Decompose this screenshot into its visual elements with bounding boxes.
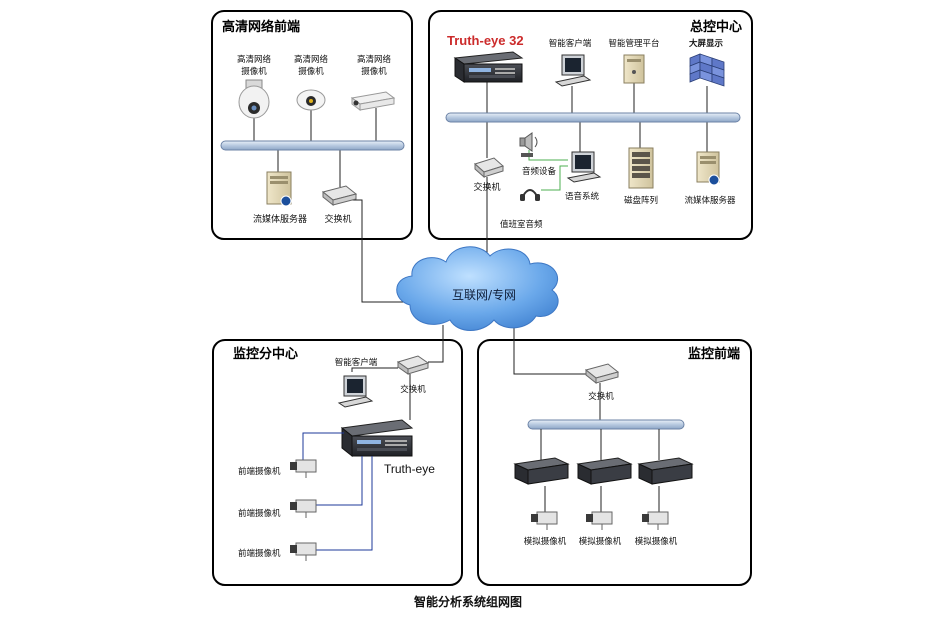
mf-camera-3-icon: [642, 511, 669, 530]
video-wall-icon: [689, 53, 725, 87]
sc-camera-3-icon: [290, 542, 317, 561]
hd-camera-label-2: 高清网络 摄像机: [294, 54, 329, 77]
sc-client-label: 智能客户端: [335, 357, 378, 368]
hd-switch-icon: [321, 185, 358, 207]
link-monitor-front: [513, 322, 590, 375]
internet-cloud-icon: [396, 246, 559, 331]
disk-array-icon: [628, 147, 654, 189]
sub-center-panel: [212, 339, 463, 586]
talkback-pc-icon: [566, 151, 602, 183]
truth-eye-32-device-icon: [453, 51, 524, 83]
encoder-3-icon: [637, 457, 694, 485]
truth-eye-label: Truth-eye: [384, 462, 435, 476]
monitor-front-group: 交换机: [513, 363, 694, 547]
mf-camera-label-1: 模拟摄像机: [524, 536, 567, 547]
control-center-bus: [445, 112, 741, 123]
control-center-group: Truth-eye 32 智能客户端 智能管理平台 大屏显示: [445, 33, 741, 230]
monitor-front-title: 监控前端: [688, 346, 740, 362]
hd-stream-server-label: 流媒体服务器: [253, 213, 307, 225]
cc-client-label: 智能客户端: [549, 38, 592, 49]
diagram-caption: 智能分析系统组网图: [413, 594, 522, 609]
hd-camera-label-2-l2: 摄像机: [298, 66, 324, 77]
cc-switch-icon: [474, 157, 504, 179]
truth-eye-device-icon: [340, 419, 414, 458]
cc-disk-label: 磁盘阵列: [624, 195, 658, 206]
cc-platform-server-icon: [623, 54, 645, 84]
hd-front-panel: [211, 10, 413, 240]
sub-center-group: 智能客户端 交换机 Truth-eye: [238, 355, 435, 561]
mf-camera-label-2: 模拟摄像机: [579, 536, 622, 547]
mf-camera-2-icon: [586, 511, 613, 530]
cc-display-label: 大屏显示: [689, 38, 724, 49]
encoder-2-icon: [576, 457, 633, 485]
cc-duty-audio-label: 值班室音频: [500, 219, 543, 230]
hd-camera-label-1-l2: 摄像机: [241, 66, 267, 77]
hd-camera-label-2-l1: 高清网络: [294, 54, 329, 65]
hd-front-group: 高清网络 摄像机 高清网络 摄像机 高清网络 摄像机: [220, 54, 405, 225]
dome-camera-icon: [238, 79, 270, 119]
sc-camera-wiring: [302, 432, 373, 551]
sc-camera-label-3: 前端摄像机: [238, 548, 281, 559]
sc-camera-2-icon: [290, 499, 317, 518]
monitor-front-bus: [527, 419, 685, 430]
cc-stream-server-label: 流媒体服务器: [684, 195, 736, 206]
sc-switch-icon: [396, 355, 430, 375]
cloud-label: 互联网/专网: [452, 287, 516, 302]
cc-audio-device-label: 音频设备: [522, 166, 557, 177]
mf-camera-1-icon: [531, 511, 558, 530]
link-sub-center: [428, 325, 444, 363]
truth-eye-32-label: Truth-eye 32: [447, 33, 524, 48]
hd-camera-label-1: 高清网络 摄像机: [237, 54, 272, 77]
mini-dome-camera-icon: [296, 89, 326, 111]
mf-switch-label: 交换机: [588, 391, 614, 402]
mf-switch-icon: [584, 363, 620, 385]
hd-camera-label-1-l1: 高清网络: [237, 54, 272, 65]
sc-camera-label-1: 前端摄像机: [238, 466, 281, 477]
control-center-title: 总控中心: [690, 19, 742, 35]
headset-icon: [520, 189, 540, 201]
speaker-icon: [519, 132, 538, 157]
hd-stream-server-icon: [266, 171, 292, 207]
cc-stream-server-icon: [696, 151, 720, 186]
sc-client-pc-icon: [337, 375, 374, 408]
hd-camera-label-3-l2: 摄像机: [361, 66, 387, 77]
hd-front-bus: [220, 140, 405, 151]
sc-camera-1-icon: [290, 459, 317, 478]
sc-switch-label: 交换机: [400, 384, 426, 395]
sc-camera-label-2: 前端摄像机: [238, 508, 281, 519]
mf-camera-label-3: 模拟摄像机: [635, 536, 678, 547]
hd-switch-label: 交换机: [324, 213, 351, 225]
cc-client-pc-icon: [554, 54, 592, 87]
hd-front-title: 高清网络前端: [222, 19, 300, 35]
box-camera-icon: [350, 91, 396, 111]
hd-camera-label-3-l1: 高清网络: [357, 54, 392, 65]
sub-center-title: 监控分中心: [233, 346, 298, 362]
cc-switch-label: 交换机: [473, 181, 500, 193]
cc-talkback-label: 语音系统: [565, 191, 600, 202]
hd-camera-label-3: 高清网络 摄像机: [357, 54, 392, 77]
cc-platform-label: 智能管理平台: [608, 38, 659, 49]
encoder-1-icon: [513, 457, 570, 485]
